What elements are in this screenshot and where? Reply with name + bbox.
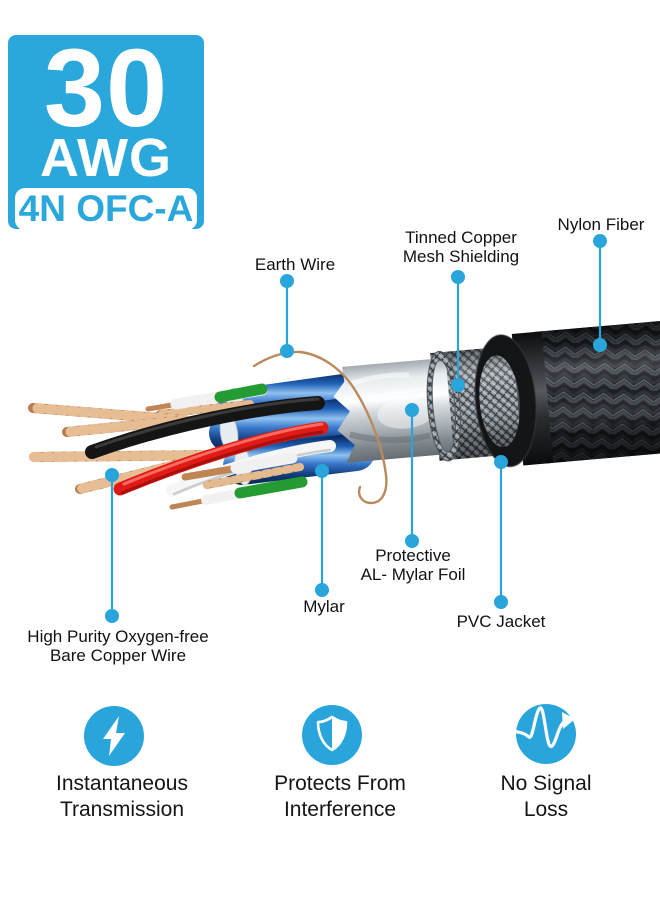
feature-2-line1: Protects From (274, 772, 406, 795)
tinned-copper-label-line2: Mesh Shielding (402, 247, 520, 266)
earth-wire-label: Earth Wire (254, 255, 336, 274)
ofc-label: 4N OFC-A (18, 187, 194, 229)
lightning-bolt-icon (84, 706, 144, 766)
feature-no-signal-loss: No Signal Loss (500, 771, 591, 823)
mesh-front-ring (426, 350, 461, 462)
pvc-jacket-label: PVC Jacket (456, 612, 546, 631)
al-mylar-foil-label-line2: AL- Mylar Foil (360, 565, 466, 584)
nylon-fiber-label: Nylon Fiber (557, 215, 645, 234)
awg-unit: AWG (40, 128, 172, 189)
tinned-copper-label-line1: Tinned Copper (405, 228, 517, 247)
al-mylar-foil-label: Protective AL- Mylar Foil (361, 546, 466, 584)
feature-protects-from-interference: Protects From Interference (274, 771, 406, 823)
shield-icon (302, 705, 362, 765)
signal-wave-icon (515, 704, 576, 764)
tinned-copper-label: Tinned Copper Mesh Shielding (403, 228, 519, 266)
feature-1-line1: Instantaneous (56, 772, 188, 795)
feature-3-line1: No Signal (500, 772, 592, 795)
feature-1-line2: Transmission (59, 798, 185, 821)
ofc-tag: 4N OFC-A (15, 187, 197, 230)
feature-instantaneous-transmission: Instantaneous Transmission (56, 771, 188, 823)
al-mylar-foil-label-line1: Protective (375, 546, 451, 565)
copper-wire-label: High Purity Oxygen-free Bare Copper Wire (27, 627, 208, 665)
copper-wire-label-line2: Bare Copper Wire (49, 646, 187, 665)
earth-wire-strand (252, 350, 388, 505)
mylar-label: Mylar (303, 597, 345, 616)
al-mylar-foil (333, 357, 454, 463)
copper-wire-label-line1: High Purity Oxygen-free (27, 627, 209, 646)
nylon-braid-jacket (533, 315, 660, 464)
feature-3-line2: Loss (523, 798, 569, 821)
awg-badge: 30 AWG 4N OFC-A (8, 27, 204, 230)
inner-wires (28, 383, 336, 510)
pvc-jacket-ring (474, 331, 554, 468)
leader-lines (105, 234, 607, 623)
feature-2-line2: Interference (283, 798, 397, 821)
awg-value: 30 (43, 27, 169, 150)
